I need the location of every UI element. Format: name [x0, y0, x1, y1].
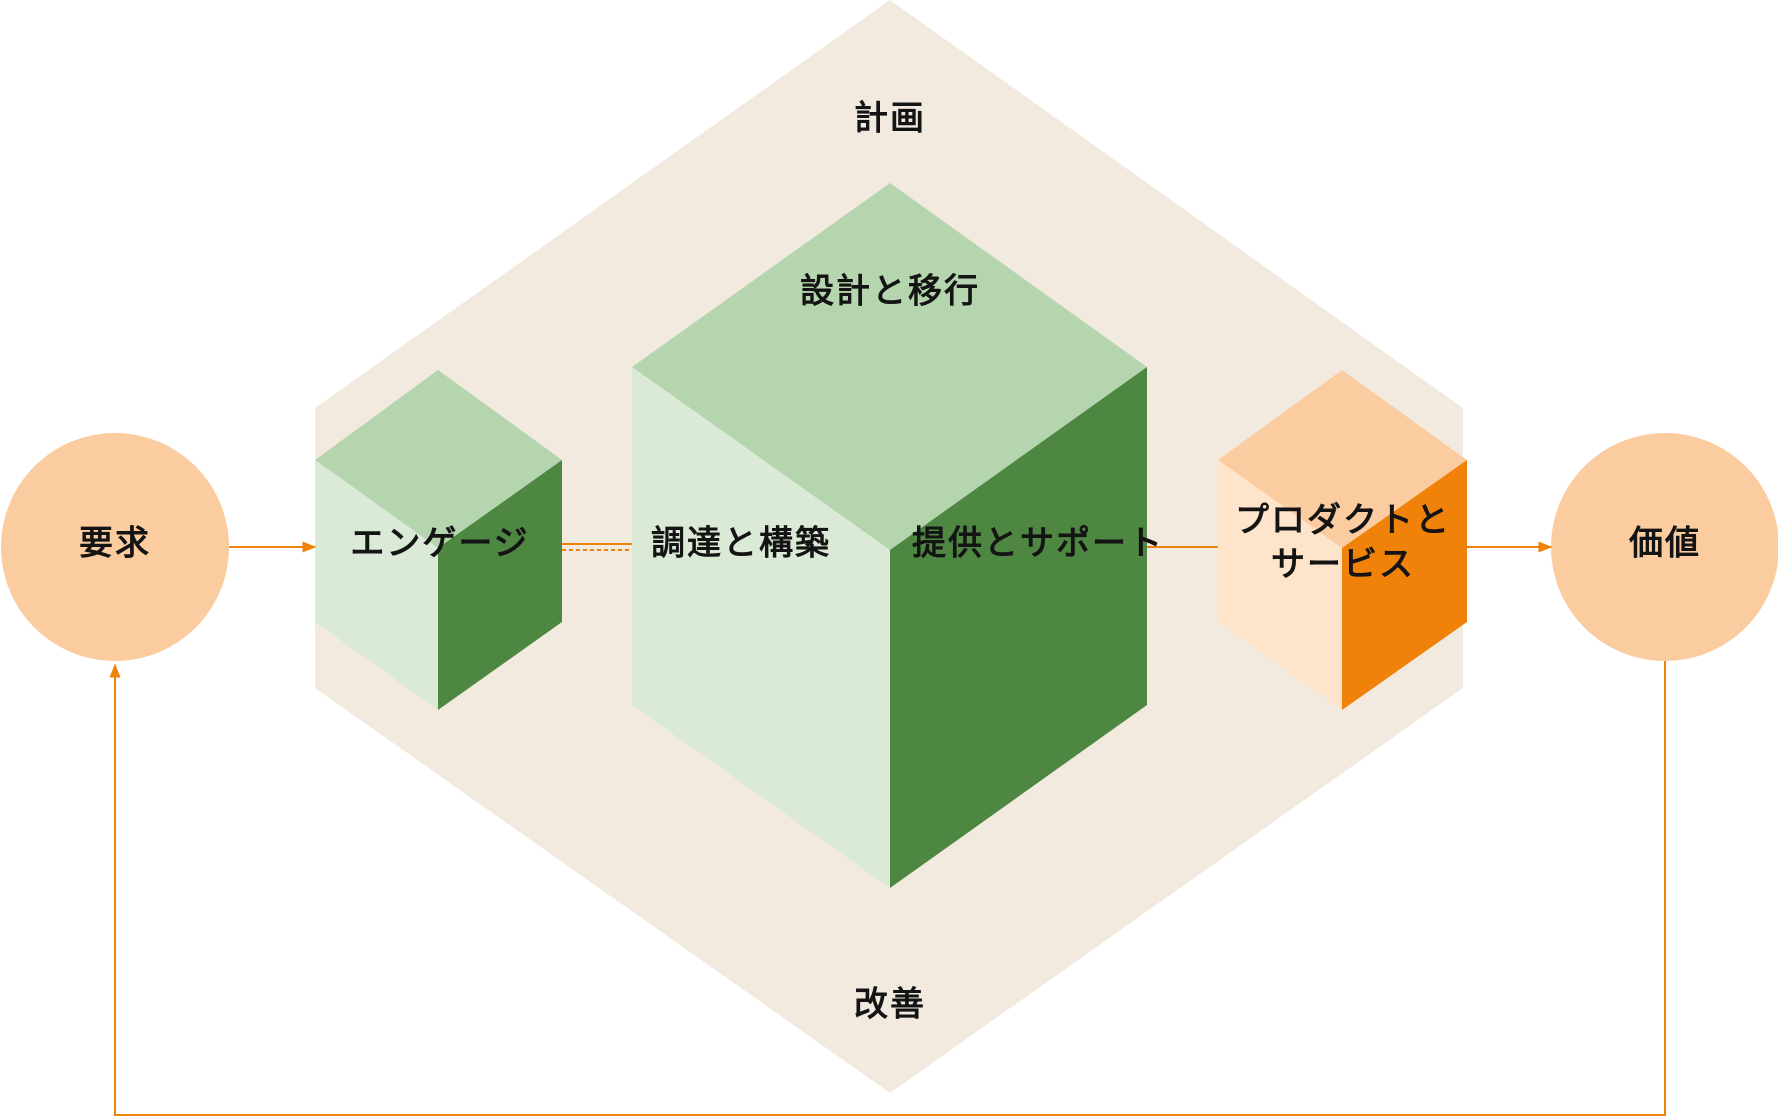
engage-cube-right: [438, 460, 562, 710]
connectors: [562, 543, 1218, 551]
center-cube: [632, 183, 1147, 888]
products-services-cube-right: [1342, 460, 1467, 710]
demand-label: 要求: [79, 524, 151, 564]
demand-circle: [1, 433, 229, 661]
obtain-build-face: [632, 367, 890, 888]
value-label: 価値: [1628, 524, 1701, 564]
engage-label: エンゲージ: [350, 524, 529, 564]
value-circle: [1551, 433, 1778, 661]
products-services-label-line1: プロダクトと: [1235, 501, 1451, 541]
design-transition-face: [632, 183, 1147, 550]
feedback-loop-arrow: [109, 661, 1666, 1116]
engage-cube-top: [315, 370, 562, 548]
engage-cube: [315, 370, 562, 710]
obtain-build-label: 調達と構築: [651, 524, 831, 564]
engage-cube-left: [315, 460, 438, 710]
improve-label: 改善: [854, 985, 926, 1025]
products-services-cube-top: [1218, 370, 1467, 548]
products-services-label-line2: サービス: [1271, 545, 1415, 585]
deliver-support-label: 提供とサポート: [912, 524, 1164, 564]
deliver-support-face: [890, 367, 1147, 888]
plan-label: 計画: [854, 99, 926, 139]
design-transition-label: 設計と移行: [800, 272, 980, 312]
products-services-cube: [1218, 370, 1467, 710]
products-services-cube-left: [1218, 460, 1342, 710]
